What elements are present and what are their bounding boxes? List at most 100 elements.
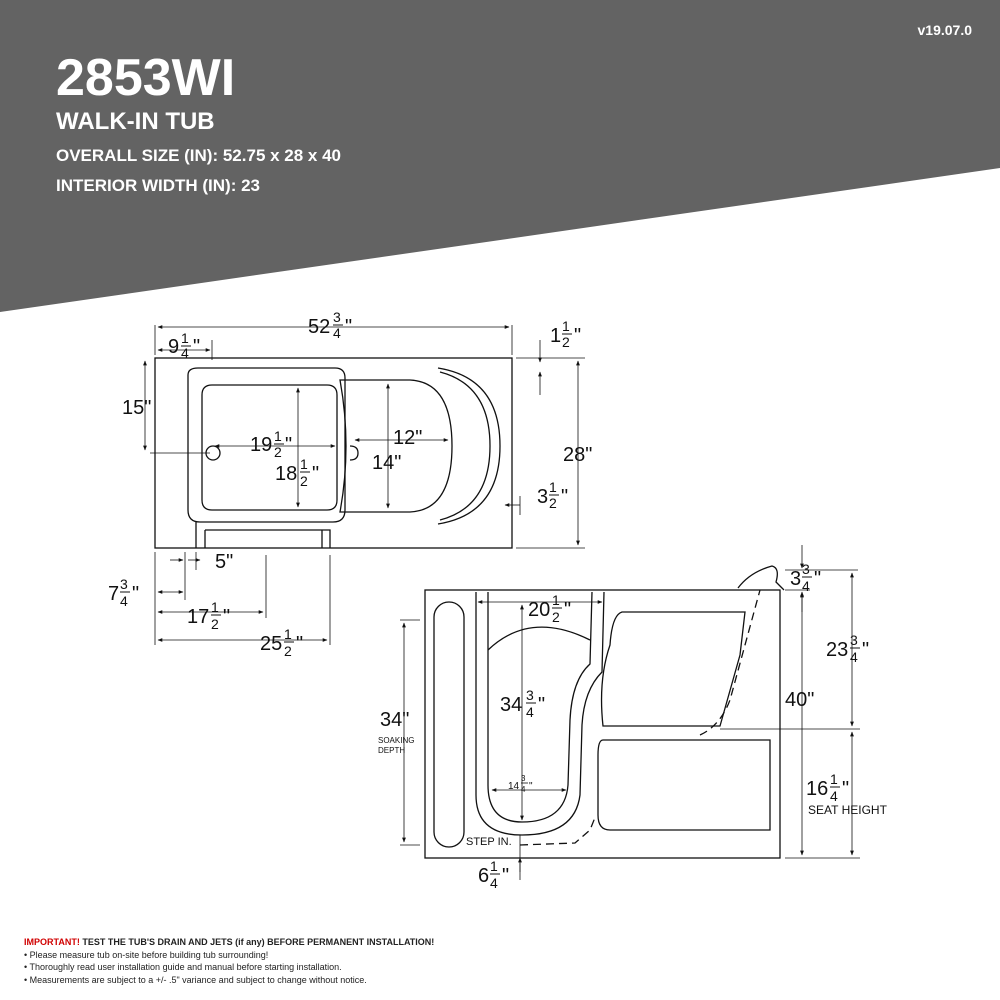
svg-text:4: 4 (490, 875, 498, 891)
svg-text:2: 2 (274, 444, 282, 460)
svg-text:2: 2 (549, 495, 557, 511)
svg-text:1: 1 (284, 626, 292, 642)
svg-text:3: 3 (850, 632, 858, 648)
label-apron-gap: 5" (215, 551, 233, 573)
svg-text:1: 1 (181, 330, 189, 346)
svg-text:1: 1 (550, 325, 561, 347)
side-view (424, 565, 785, 859)
svg-text:3: 3 (333, 309, 341, 325)
seat-back (600, 611, 746, 727)
label-door-width: 20 1 2 " (528, 592, 571, 625)
svg-text:3: 3 (802, 561, 810, 577)
label-step-height: 6 1 4 " (478, 858, 509, 891)
water-line (519, 589, 761, 846)
svg-text:2: 2 (552, 609, 560, 625)
svg-text:6: 6 (478, 865, 489, 887)
label-depth: DEPTH (378, 746, 405, 755)
product-type: WALK-IN TUB (56, 108, 215, 135)
svg-text:4: 4 (333, 325, 341, 341)
svg-text:4: 4 (830, 788, 838, 804)
door-outline-inner (487, 591, 593, 823)
svg-text:4: 4 (850, 649, 858, 665)
svg-text:2: 2 (300, 473, 308, 489)
label-basin-depth: 18 1 2 " (275, 456, 319, 489)
side-view-labels: 20 1 2 " 3 3 4 " 23 3 4 " 40" 34" SOAKIN… (378, 561, 888, 891)
svg-text:": " (814, 568, 821, 590)
svg-text:": " (345, 316, 352, 338)
label-apron-right: 25 1 2 " (260, 626, 303, 659)
svg-text:23: 23 (826, 639, 848, 661)
overall-size: OVERALL SIZE (IN): 52.75 x 28 x 40 (56, 146, 342, 165)
svg-text:": " (842, 778, 849, 800)
svg-text:3: 3 (120, 576, 128, 592)
label-basin-width: 19 1 2 " (250, 428, 292, 460)
tub-outline-side (424, 589, 781, 859)
important-notice: IMPORTANT! TEST THE TUB'S DRAIN AND JETS… (24, 936, 984, 949)
label-upper-height: 23 3 4 " (826, 632, 869, 665)
label-seat-depth: 14" (372, 452, 401, 474)
basin-inner (201, 384, 338, 511)
overflow-notch (349, 445, 359, 461)
label-door-height: 34 3 4 " (500, 687, 545, 720)
svg-text:": " (862, 639, 869, 661)
label-soaking-depth: 34" (380, 709, 409, 731)
svg-text:": " (312, 463, 319, 485)
svg-text:52: 52 (308, 316, 330, 338)
door-arc-inner (439, 371, 491, 521)
important-label: IMPORTANT! (24, 937, 80, 947)
svg-text:": " (538, 694, 545, 716)
svg-text:2: 2 (284, 643, 292, 659)
label-drain-offset: 9 1 4 " (168, 330, 200, 361)
version-label: v19.07.0 (917, 22, 973, 38)
svg-text:3: 3 (790, 568, 801, 590)
note-bullet: • Thoroughly read user installation guid… (24, 962, 342, 972)
svg-text:9: 9 (168, 336, 179, 358)
label-rim-height: 1 1 2 " (550, 318, 581, 350)
svg-text:3: 3 (526, 687, 534, 703)
svg-text:34: 34 (500, 694, 522, 716)
model-title: 2853WI (56, 49, 236, 107)
seat-outline (339, 379, 453, 513)
door-arc (487, 626, 591, 651)
top-view-dimensions (143, 325, 585, 645)
grab-bar-recess (433, 601, 465, 848)
svg-text:7: 7 (108, 583, 119, 605)
svg-text:": " (223, 606, 230, 628)
svg-text:": " (561, 486, 568, 508)
svg-text:": " (502, 865, 509, 887)
important-text: TEST THE TUB'S DRAIN AND JETS (if any) B… (79, 937, 435, 947)
note-bullet: • Measurements are subject to a +/- .5" … (24, 974, 367, 985)
label-overall-width: 28" (563, 444, 592, 466)
svg-text:16: 16 (806, 778, 828, 800)
label-rim-top: 3 3 4 " (790, 561, 821, 594)
svg-text:25: 25 (260, 633, 282, 655)
side-view-dimensions (400, 545, 860, 880)
door-outline-outer (475, 591, 605, 836)
installation-notes: IMPORTANT! TEST THE TUB'S DRAIN AND JETS… (24, 936, 984, 986)
label-drain-from-top: 15" (122, 397, 151, 419)
note-bullet: • Please measure tub on-site before buil… (24, 949, 269, 960)
svg-text:": " (193, 336, 200, 358)
svg-text:1: 1 (549, 479, 557, 495)
svg-text:2: 2 (562, 334, 570, 350)
label-door-offset: 3 1 2 " (537, 479, 568, 511)
label-step-in: STEP IN. (466, 836, 512, 848)
svg-text:1: 1 (830, 771, 838, 787)
svg-text:3: 3 (521, 774, 526, 783)
svg-text:1: 1 (300, 456, 308, 472)
svg-text:1: 1 (211, 599, 219, 615)
svg-text:3: 3 (537, 486, 548, 508)
svg-text:4: 4 (181, 345, 189, 361)
svg-text:1: 1 (552, 592, 560, 608)
svg-text:": " (574, 325, 581, 347)
svg-text:4: 4 (521, 785, 526, 794)
svg-text:19: 19 (250, 434, 272, 456)
svg-text:2: 2 (211, 616, 219, 632)
svg-text:20: 20 (528, 599, 550, 621)
top-view-labels: 52 3 4 " 9 1 4 " 1 1 2 " 15" 19 1 2 " (108, 309, 592, 659)
label-seat-height: 16 1 4 " (806, 771, 849, 804)
svg-text:": " (132, 583, 139, 605)
label-seat-width: 12" (393, 427, 422, 449)
label-soaking: SOAKING (378, 736, 414, 745)
